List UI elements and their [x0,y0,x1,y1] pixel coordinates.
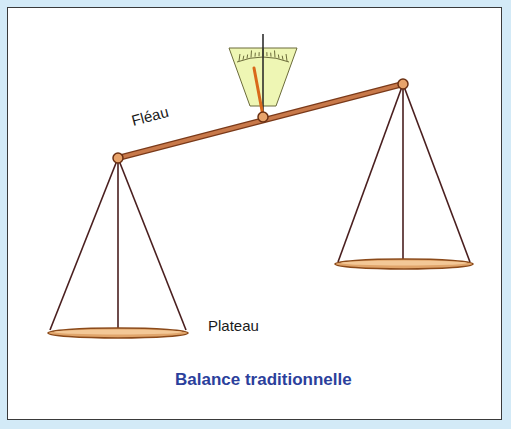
caption: Balance traditionnelle [175,370,352,390]
pan-label: Plateau [208,317,259,334]
